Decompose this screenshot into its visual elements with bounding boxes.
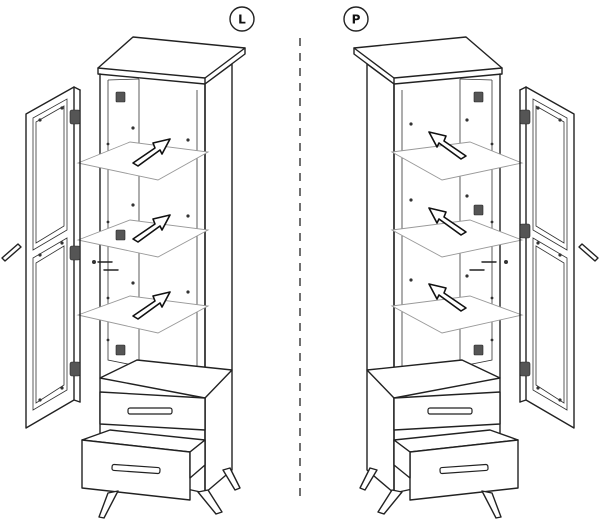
handle-icon	[578, 243, 599, 262]
shelf-pin-holes-left	[106, 126, 190, 342]
cabinet-legs-right	[359, 467, 502, 519]
cabinet-legs-left	[98, 467, 241, 519]
glass-shelf-top-right	[390, 141, 524, 181]
glass-door-left	[25, 86, 81, 429]
compartment-bottom-right	[366, 359, 501, 399]
hinge-icon	[473, 91, 484, 356]
variant-label-left: L	[229, 6, 255, 32]
handle-icon	[111, 463, 161, 475]
variant-left: L	[1, 6, 255, 519]
arrow-icon	[132, 138, 171, 320]
handle-icon	[439, 463, 489, 475]
handle-icon	[1, 243, 22, 262]
glass-door-right	[519, 86, 575, 429]
variant-label-left-text: L	[238, 13, 246, 27]
arrow-icon	[428, 131, 467, 312]
shelf-pin-holes-right	[409, 118, 494, 342]
cabinet-side-panel	[204, 63, 233, 494]
screws-left	[92, 260, 119, 271]
variant-right: P	[343, 6, 599, 519]
handle-icon	[427, 407, 473, 415]
cabinet-side-panel-right	[366, 63, 395, 494]
handle-icon	[127, 407, 173, 415]
hinge-icon	[115, 91, 126, 356]
compartment-bottom	[99, 359, 233, 399]
screws-right	[469, 260, 508, 271]
variant-label-right-text: P	[352, 13, 361, 27]
variant-label-right: P	[343, 6, 369, 32]
